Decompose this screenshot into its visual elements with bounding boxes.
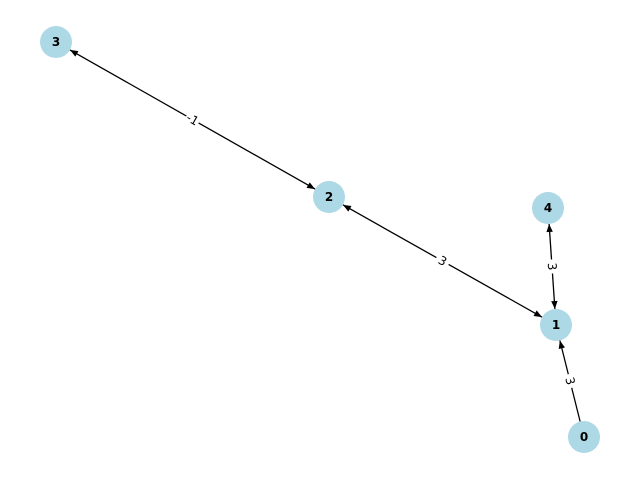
edge-label-background	[432, 250, 453, 272]
nodes-layer: 0 1 2 3 4	[40, 26, 600, 453]
arrowhead-to-node-3	[69, 49, 79, 57]
edge-label-group-4-1: 3	[543, 258, 561, 275]
edge-label-background	[560, 372, 580, 390]
arrowhead-to-node-1	[558, 340, 565, 350]
node-3	[40, 26, 72, 58]
node-4	[532, 192, 564, 224]
edge-weight-label: -1	[184, 110, 201, 128]
edges-layer	[69, 49, 581, 422]
edge-label-background	[182, 109, 203, 130]
arrowhead-to-node-1	[533, 310, 543, 318]
edge-label-group-2-1: 3	[432, 250, 453, 272]
arrowhead-to-node-4	[546, 223, 553, 233]
edge-labels-layer: -1 3 3 3	[182, 109, 580, 390]
edge-label-group-2-3: -1	[182, 109, 203, 130]
node-label-4: 4	[544, 201, 552, 215]
edge-label-group-0-1: 3	[560, 372, 580, 390]
arrowhead-to-node-2	[306, 182, 316, 190]
node-label-2: 2	[325, 190, 333, 204]
node-label-0: 0	[580, 430, 588, 444]
edge-weight-label: 3	[562, 376, 577, 387]
edge-label-background	[543, 258, 561, 275]
node-2	[313, 181, 345, 213]
edge-weight-label: 3	[545, 262, 559, 271]
arrowhead-to-node-1	[551, 300, 558, 310]
arrowhead-to-node-2	[342, 204, 352, 212]
node-0	[568, 421, 600, 453]
node-label-3: 3	[52, 35, 60, 49]
node-label-1: 1	[552, 318, 560, 332]
node-1	[540, 309, 572, 341]
